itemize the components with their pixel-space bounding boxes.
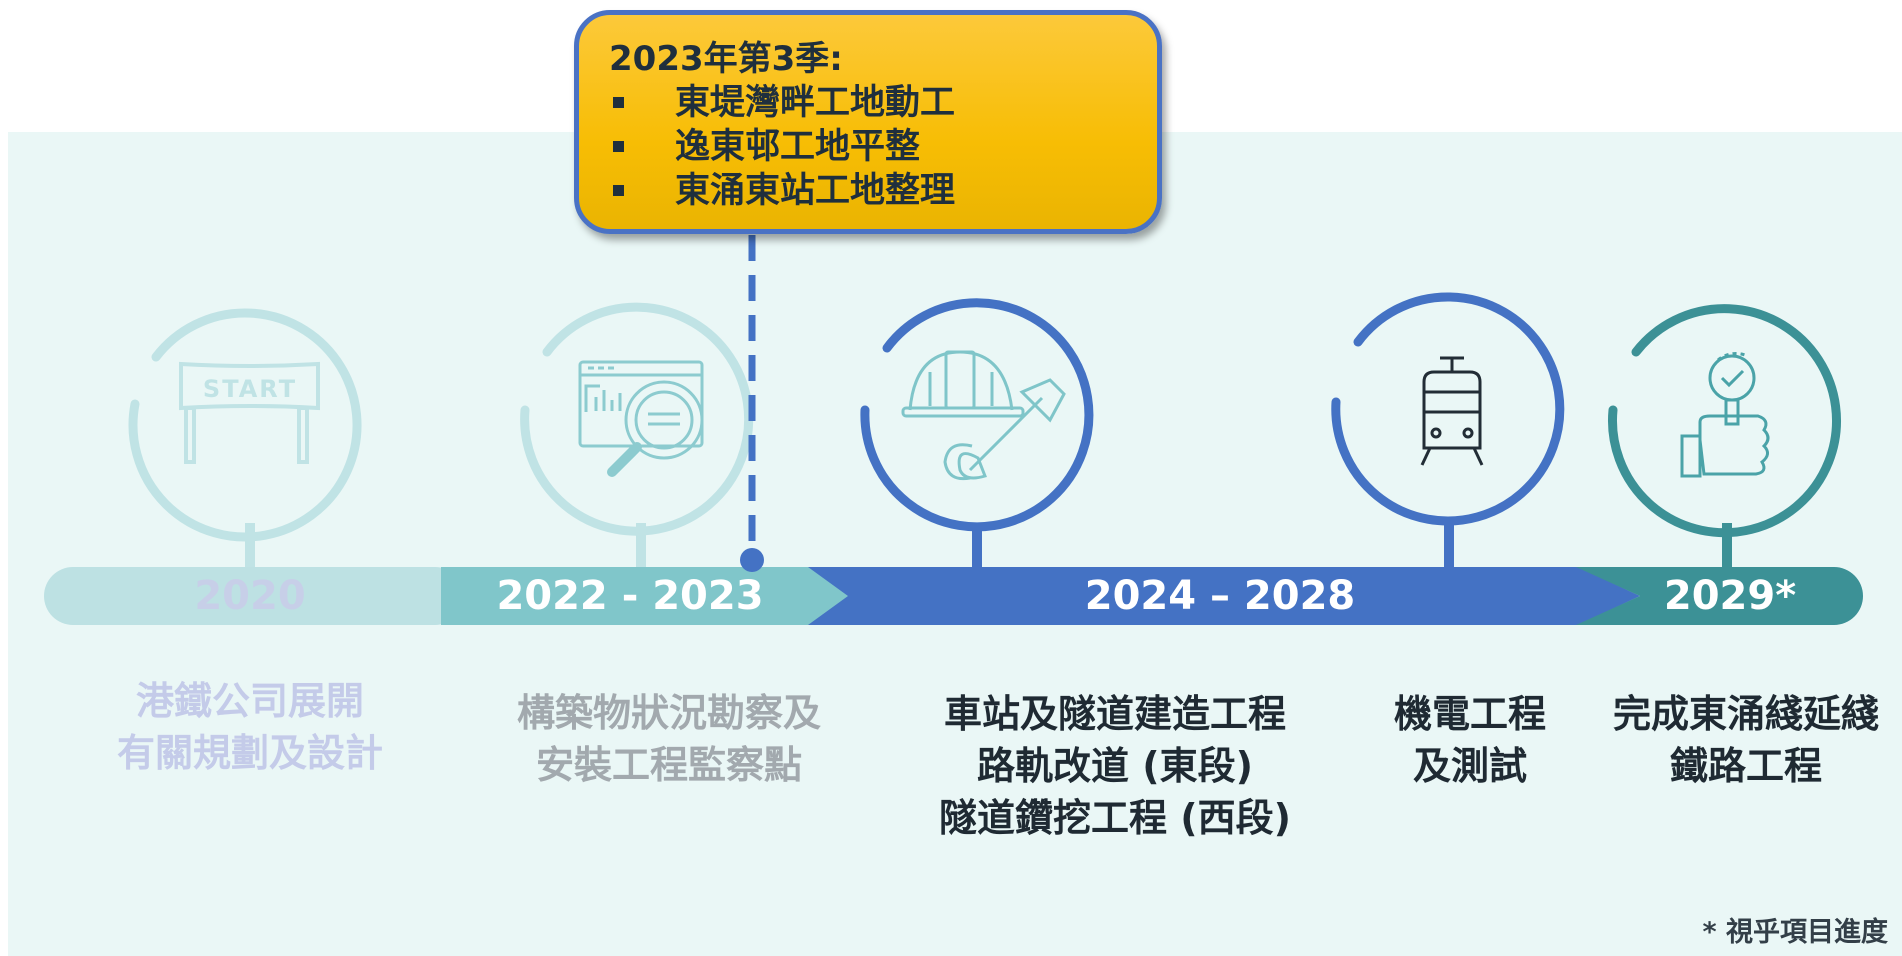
callout-title: 2023年第3季: — [609, 39, 843, 79]
year-label-2020: 2020 — [194, 573, 306, 619]
quarter-callout: 2023年第3季: 東堤灣畔工地動工 逸東邨工地平整 東涌東站工地整理 — [574, 10, 1162, 234]
footnote: * 視乎項目進度 — [1702, 917, 1888, 948]
stage-2022-2023 — [520, 302, 754, 567]
svg-text:START: START — [203, 375, 297, 403]
timeline-segment-2029 — [1576, 567, 1863, 625]
stage-description-2029: 完成東涌綫延綫 鐵路工程 — [1612, 692, 1879, 788]
stage-description-2022-2023: 構築物狀況勘察及 安裝工程監察點 — [516, 691, 821, 787]
year-label-2029: 2029* — [1663, 573, 1797, 619]
timeline-panel — [8, 132, 1902, 956]
callout-item: 逸東邨工地平整 — [609, 125, 1157, 169]
year-label-2024-2028: 2024 – 2028 — [1084, 573, 1356, 619]
stage-electrical — [1331, 292, 1565, 567]
stage-2020: START — [128, 308, 362, 567]
train-icon — [1420, 356, 1484, 466]
callout-item: 東堤灣畔工地動工 — [609, 81, 1157, 125]
callout-list: 東堤灣畔工地動工 逸東邨工地平整 東涌東站工地整理 — [609, 81, 1157, 213]
year-label-2022-2023: 2022 - 2023 — [496, 573, 764, 619]
start-banner-icon: START — [179, 361, 320, 464]
timeline-segment-2020 — [44, 567, 464, 625]
inspection-magnifier-icon — [578, 360, 704, 477]
timeline-segment-2022-2023 — [441, 567, 850, 625]
popup-connector — [740, 235, 764, 572]
callout-item: 東涌東站工地整理 — [609, 169, 1157, 213]
stage-description-2024-2028: 車站及隧道建造工程 路軌改道 (東段) 隧道鑽挖工程 (西段) — [939, 692, 1291, 840]
stage-description-electrical: 機電工程 及測試 — [1393, 692, 1546, 788]
helmet-shovel-icon — [901, 350, 1066, 481]
stage-description-2020: 港鐵公司展開 有關規劃及設計 — [116, 679, 383, 775]
stage-2029 — [1608, 304, 1841, 567]
timeline-segment-2024-2028 — [808, 567, 1640, 625]
approval-hand-icon — [1680, 352, 1770, 478]
stage-2024-2028 — [860, 298, 1094, 567]
